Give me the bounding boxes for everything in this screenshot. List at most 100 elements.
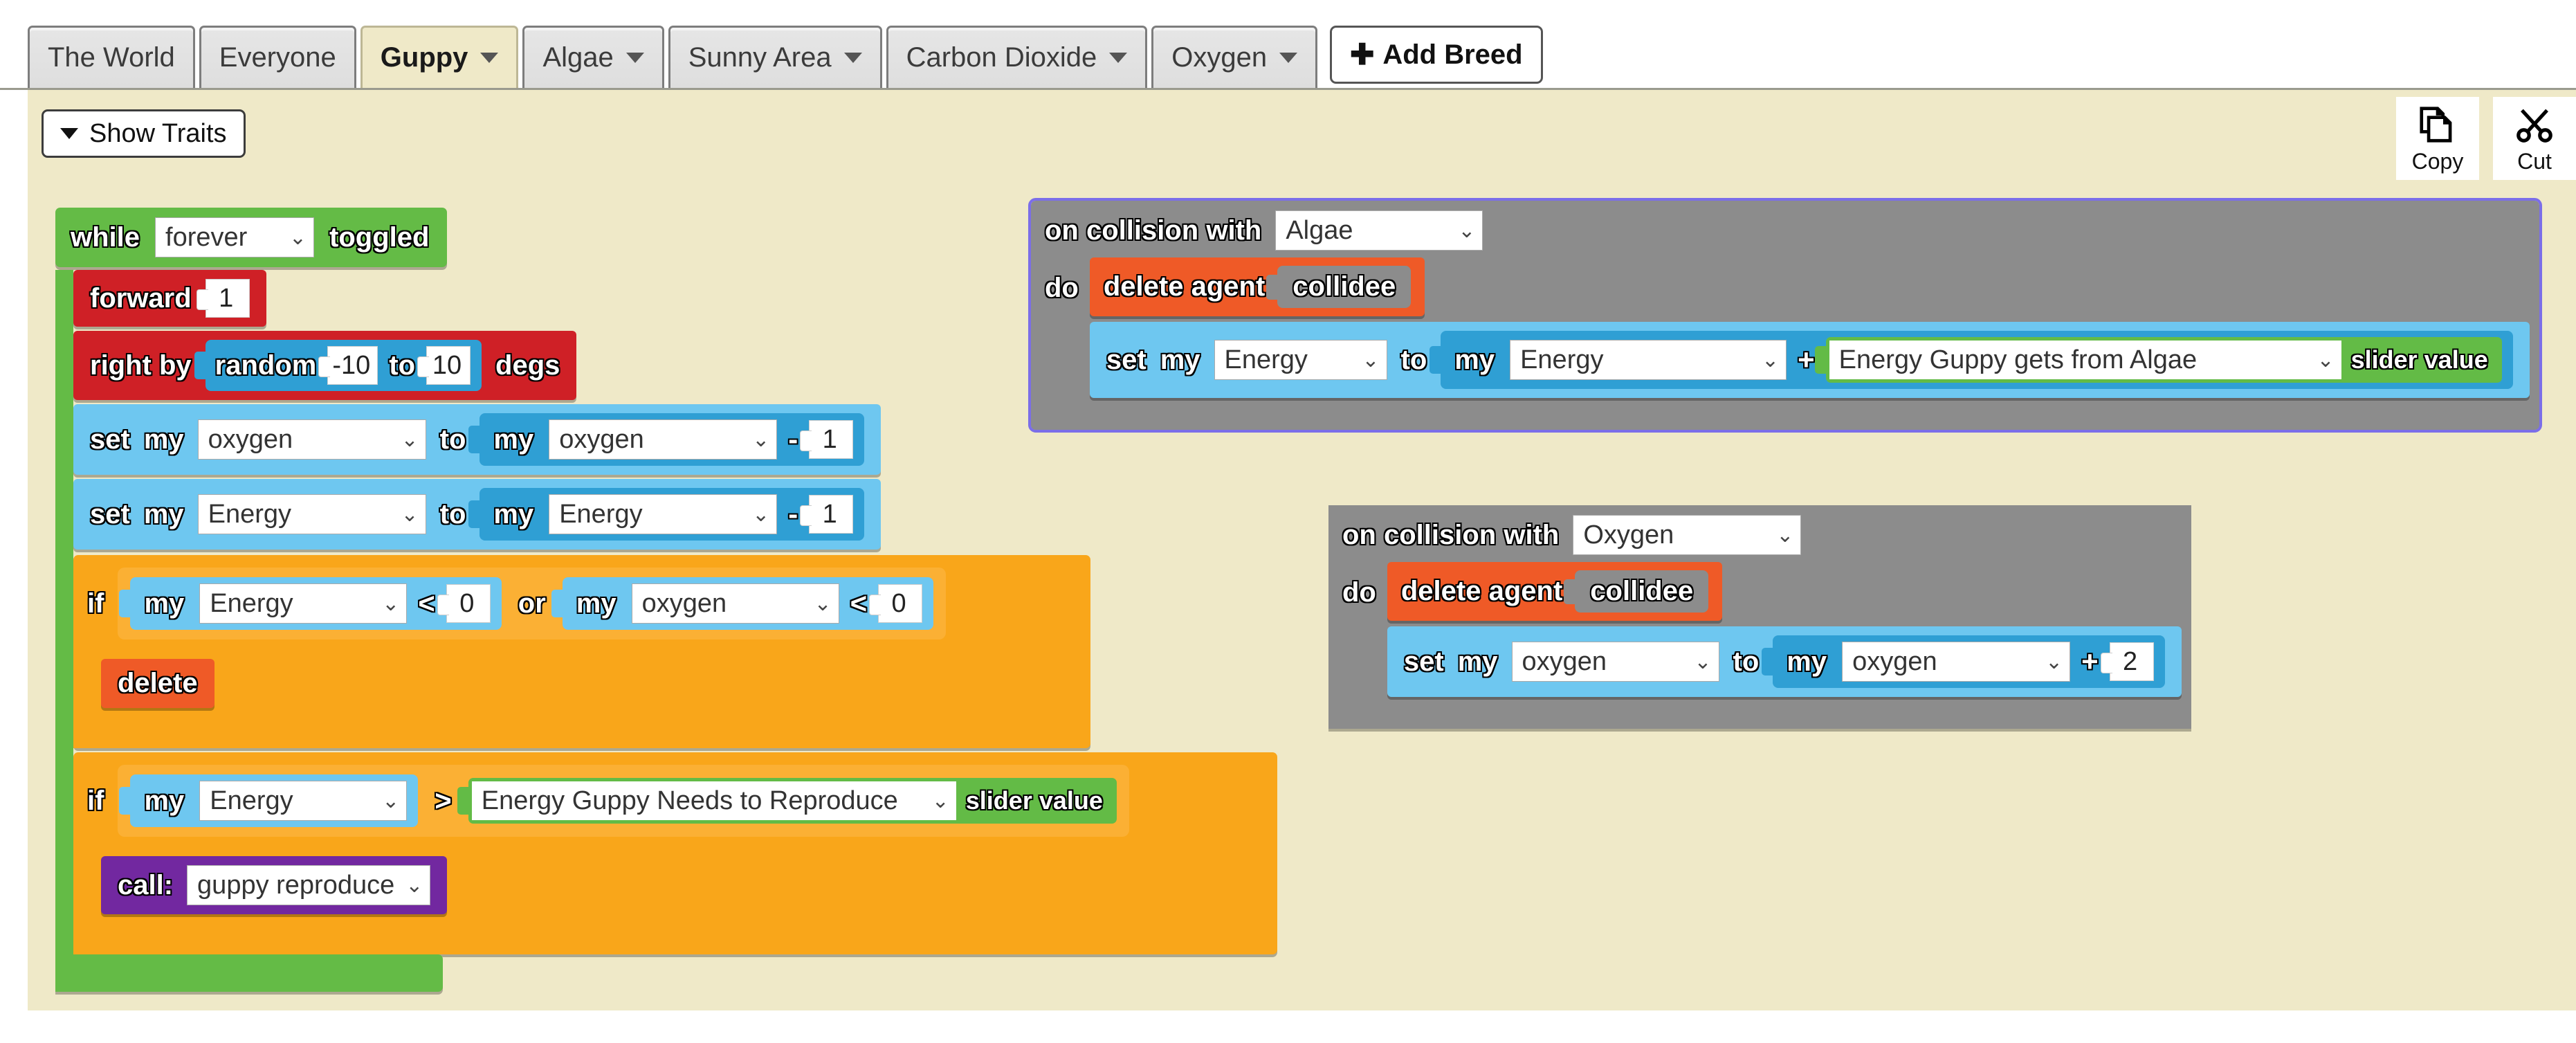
show-traits-button[interactable]: Show Traits xyxy=(42,109,246,158)
collision-oxygen-amount-input[interactable]: 2 xyxy=(2100,642,2154,681)
if-death-left-value-input[interactable]: 0 xyxy=(437,584,491,623)
tab-the-world[interactable]: The World xyxy=(28,26,195,88)
collision-algae-sum-reporter[interactable]: my Energy ⌄ + Energy Guppy gets from Alg… xyxy=(1441,331,2513,389)
delete-agent-block[interactable]: delete agent collidee xyxy=(1089,257,1425,316)
chevron-down-icon: ⌄ xyxy=(382,592,400,615)
if-death-footer xyxy=(73,715,1090,748)
tab-label: Carbon Dioxide xyxy=(906,42,1097,73)
collidee-chip[interactable]: collidee xyxy=(1277,266,1412,308)
if-death-block[interactable]: if my Energy ⌄ < 0 xyxy=(73,555,1090,748)
tab-oxygen[interactable]: Oxygen xyxy=(1151,26,1318,88)
collision-algae-target-var-dropdown[interactable]: Energy ⌄ xyxy=(1214,340,1387,380)
tab-algae[interactable]: Algae xyxy=(522,26,664,88)
script-main-loop[interactable]: while forever ⌄ toggled forward 1 right … xyxy=(55,208,1277,992)
oxygen-operand-dropdown[interactable]: oxygen ⌄ xyxy=(549,419,778,460)
energy-operand-dropdown[interactable]: Energy ⌄ xyxy=(549,494,778,534)
collidee-label: collidee xyxy=(1292,271,1396,302)
tab-everyone[interactable]: Everyone xyxy=(199,26,356,88)
tab-carbon-dioxide[interactable]: Carbon Dioxide xyxy=(886,26,1148,88)
if-reproduce-var-dropdown[interactable]: Energy ⌄ xyxy=(199,781,408,821)
energy-minus-reporter[interactable]: my Energy ⌄ - 1 xyxy=(479,488,865,541)
collision-algae-do-stack: delete agent collidee set my Energy ⌄ to… xyxy=(1089,257,2530,398)
collision-oxygen-sum-reporter[interactable]: my oxygen ⌄ + 2 xyxy=(1773,635,2165,688)
copy-icon xyxy=(2420,106,2452,143)
set-energy-block[interactable]: set my Energy ⌄ to my Energy ⌄ - 1 xyxy=(73,479,881,550)
if-reproduce-condition-slot[interactable]: my Energy ⌄ > Energy Guppy Needs to Repr… xyxy=(118,765,1129,837)
collision-algae-target-dropdown[interactable]: Algae ⌄ xyxy=(1275,210,1483,251)
if-reproduce-var-value: Energy xyxy=(210,786,293,815)
my-label: my xyxy=(489,498,538,530)
script-collision-oxygen[interactable]: on collision with Oxygen ⌄ do delete age… xyxy=(1328,505,2191,729)
while-condition-dropdown[interactable]: forever ⌄ xyxy=(155,217,315,257)
set-energy-target-dropdown[interactable]: Energy ⌄ xyxy=(197,494,426,534)
set-energy-target-value: Energy xyxy=(208,499,292,529)
copy-button[interactable]: Copy xyxy=(2396,97,2479,180)
block-canvas[interactable]: Show Traits Copy Cut while forever ⌄ xyxy=(28,90,2576,1010)
my-label: my xyxy=(1450,344,1499,376)
oxygen-compare-reporter[interactable]: my oxygen ⌄ < 0 xyxy=(562,577,934,630)
my-label: my xyxy=(140,588,189,619)
chevron-down-icon: ⌄ xyxy=(1458,219,1476,242)
chevron-down-icon: ⌄ xyxy=(289,226,307,249)
chevron-down-icon: ⌄ xyxy=(2045,650,2063,673)
show-traits-label: Show Traits xyxy=(89,118,227,148)
reproduce-slider-reporter[interactable]: Energy Guppy Needs to Reproduce ⌄ slider… xyxy=(468,778,1117,824)
collidee-chip[interactable]: collidee xyxy=(1575,570,1709,613)
energy-amount-input[interactable]: 1 xyxy=(800,495,854,534)
set-oxygen-target-dropdown[interactable]: oxygen ⌄ xyxy=(197,419,426,460)
chevron-down-icon[interactable] xyxy=(843,53,862,63)
while-condition-value: forever xyxy=(165,222,248,252)
random-max-input[interactable]: 10 xyxy=(417,346,471,385)
algae-energy-slider-dropdown[interactable]: Energy Guppy gets from Algae ⌄ xyxy=(1829,341,2341,379)
while-block-header[interactable]: while forever ⌄ toggled xyxy=(55,208,448,267)
collision-oxygen-target-dropdown[interactable]: Oxygen ⌄ xyxy=(1573,515,1802,555)
forward-block[interactable]: forward 1 xyxy=(73,270,266,327)
oxygen-amount-input[interactable]: 1 xyxy=(800,420,854,459)
chevron-down-icon[interactable] xyxy=(1109,53,1128,63)
delete-agent-block[interactable]: delete agent collidee xyxy=(1387,562,1723,621)
script-collision-algae[interactable]: on collision with Algae ⌄ do delete agen… xyxy=(1028,198,2542,433)
call-procedure-block[interactable]: call: guppy reproduce ⌄ xyxy=(101,856,448,914)
energy-compare-reporter[interactable]: my Energy ⌄ < 0 xyxy=(130,577,502,630)
operator-label: > xyxy=(435,784,452,817)
tab-guppy[interactable]: Guppy xyxy=(360,26,519,88)
do-label: do xyxy=(1045,273,1079,303)
if-death-right-value-input[interactable]: 0 xyxy=(869,584,923,623)
energy-reporter[interactable]: my Energy ⌄ xyxy=(130,774,419,827)
edit-toolbar: Copy Cut xyxy=(2396,97,2576,180)
tab-sunny-area[interactable]: Sunny Area xyxy=(668,26,882,88)
collision-oxygen-footer xyxy=(1328,697,2191,729)
chevron-down-icon[interactable] xyxy=(625,53,644,63)
algae-energy-slider-name: Energy Guppy gets from Algae xyxy=(1838,345,2198,374)
collision-oxygen-target-var-dropdown[interactable]: oxygen ⌄ xyxy=(1511,642,1719,682)
chevron-down-icon[interactable] xyxy=(480,53,499,63)
tab-label: Oxygen xyxy=(1171,42,1268,73)
set-oxygen-block[interactable]: set my oxygen ⌄ to my oxygen ⌄ - 1 xyxy=(73,404,881,475)
if-death-condition-slot[interactable]: my Energy ⌄ < 0 or my xyxy=(118,568,947,640)
random-min-input[interactable]: -10 xyxy=(318,346,378,385)
if-death-left-value: 0 xyxy=(459,588,475,618)
delete-block[interactable]: delete xyxy=(101,659,214,708)
if-reproduce-block[interactable]: if my Energy ⌄ > Energy Guppy N xyxy=(73,752,1277,954)
add-breed-button[interactable]: ✚ Add Breed xyxy=(1330,26,1543,84)
collision-algae-header: on collision with Algae ⌄ xyxy=(1031,201,2539,257)
reproduce-slider-dropdown[interactable]: Energy Guppy Needs to Reproduce ⌄ xyxy=(471,781,956,820)
forward-distance-input[interactable]: 1 xyxy=(196,279,250,318)
chevron-down-icon[interactable] xyxy=(1279,53,1298,63)
cut-button[interactable]: Cut xyxy=(2493,97,2576,180)
random-to-label: to xyxy=(389,350,416,381)
right-by-block[interactable]: right by random -10 to 10 degs xyxy=(73,331,577,400)
call-procedure-dropdown[interactable]: guppy reproduce ⌄ xyxy=(187,865,431,905)
random-reporter-block[interactable]: random -10 to 10 xyxy=(205,340,482,391)
if-death-left-var-dropdown[interactable]: Energy ⌄ xyxy=(199,583,408,624)
algae-energy-slider-reporter[interactable]: Energy Guppy gets from Algae ⌄ slider va… xyxy=(1825,337,2502,383)
collision-algae-set-energy-block[interactable]: set my Energy ⌄ to my Energy ⌄ + xyxy=(1089,322,2530,398)
operator-label: < xyxy=(418,587,435,619)
set-label: set xyxy=(1106,344,1147,375)
collision-algae-operand-dropdown[interactable]: Energy ⌄ xyxy=(1510,340,1787,380)
oxygen-minus-reporter[interactable]: my oxygen ⌄ - 1 xyxy=(479,413,865,466)
if-death-right-var-dropdown[interactable]: oxygen ⌄ xyxy=(631,583,839,624)
collision-oxygen-operand-dropdown[interactable]: oxygen ⌄ xyxy=(1842,642,2071,682)
collision-oxygen-set-block[interactable]: set my oxygen ⌄ to my oxygen ⌄ + xyxy=(1387,626,2182,697)
tab-label: The World xyxy=(48,42,175,73)
